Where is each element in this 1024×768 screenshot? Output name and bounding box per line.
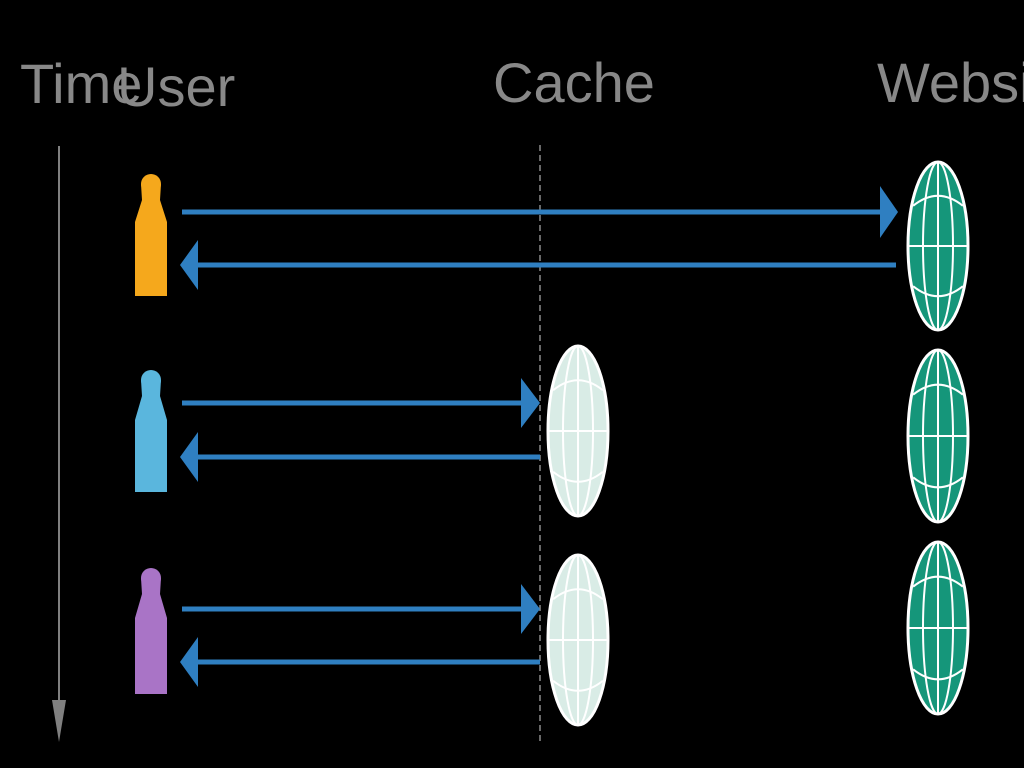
globe-icon bbox=[906, 348, 970, 524]
response-arrow bbox=[180, 432, 540, 482]
response-arrow bbox=[180, 240, 896, 290]
website-label: Website bbox=[877, 51, 1024, 114]
cache-label: Cache bbox=[493, 51, 655, 114]
row-3 bbox=[135, 568, 540, 694]
request-arrow bbox=[182, 378, 540, 428]
request-arrow bbox=[182, 584, 540, 634]
website-column bbox=[906, 160, 970, 716]
person-icon bbox=[135, 568, 167, 694]
cache-column bbox=[546, 344, 610, 727]
request-arrow bbox=[182, 186, 898, 238]
response-arrow bbox=[180, 637, 540, 687]
globe-icon bbox=[906, 540, 970, 716]
row-2 bbox=[135, 370, 540, 492]
time-axis-arrowhead bbox=[52, 700, 66, 742]
globe-icon bbox=[546, 344, 610, 518]
user-label: User bbox=[117, 55, 235, 118]
time-label: Time bbox=[20, 52, 142, 115]
globe-icon bbox=[906, 160, 970, 332]
person-icon bbox=[135, 370, 167, 492]
person-icon bbox=[135, 174, 167, 296]
time-axis bbox=[52, 146, 66, 742]
globe-icon bbox=[546, 553, 610, 727]
row-1 bbox=[135, 174, 898, 296]
